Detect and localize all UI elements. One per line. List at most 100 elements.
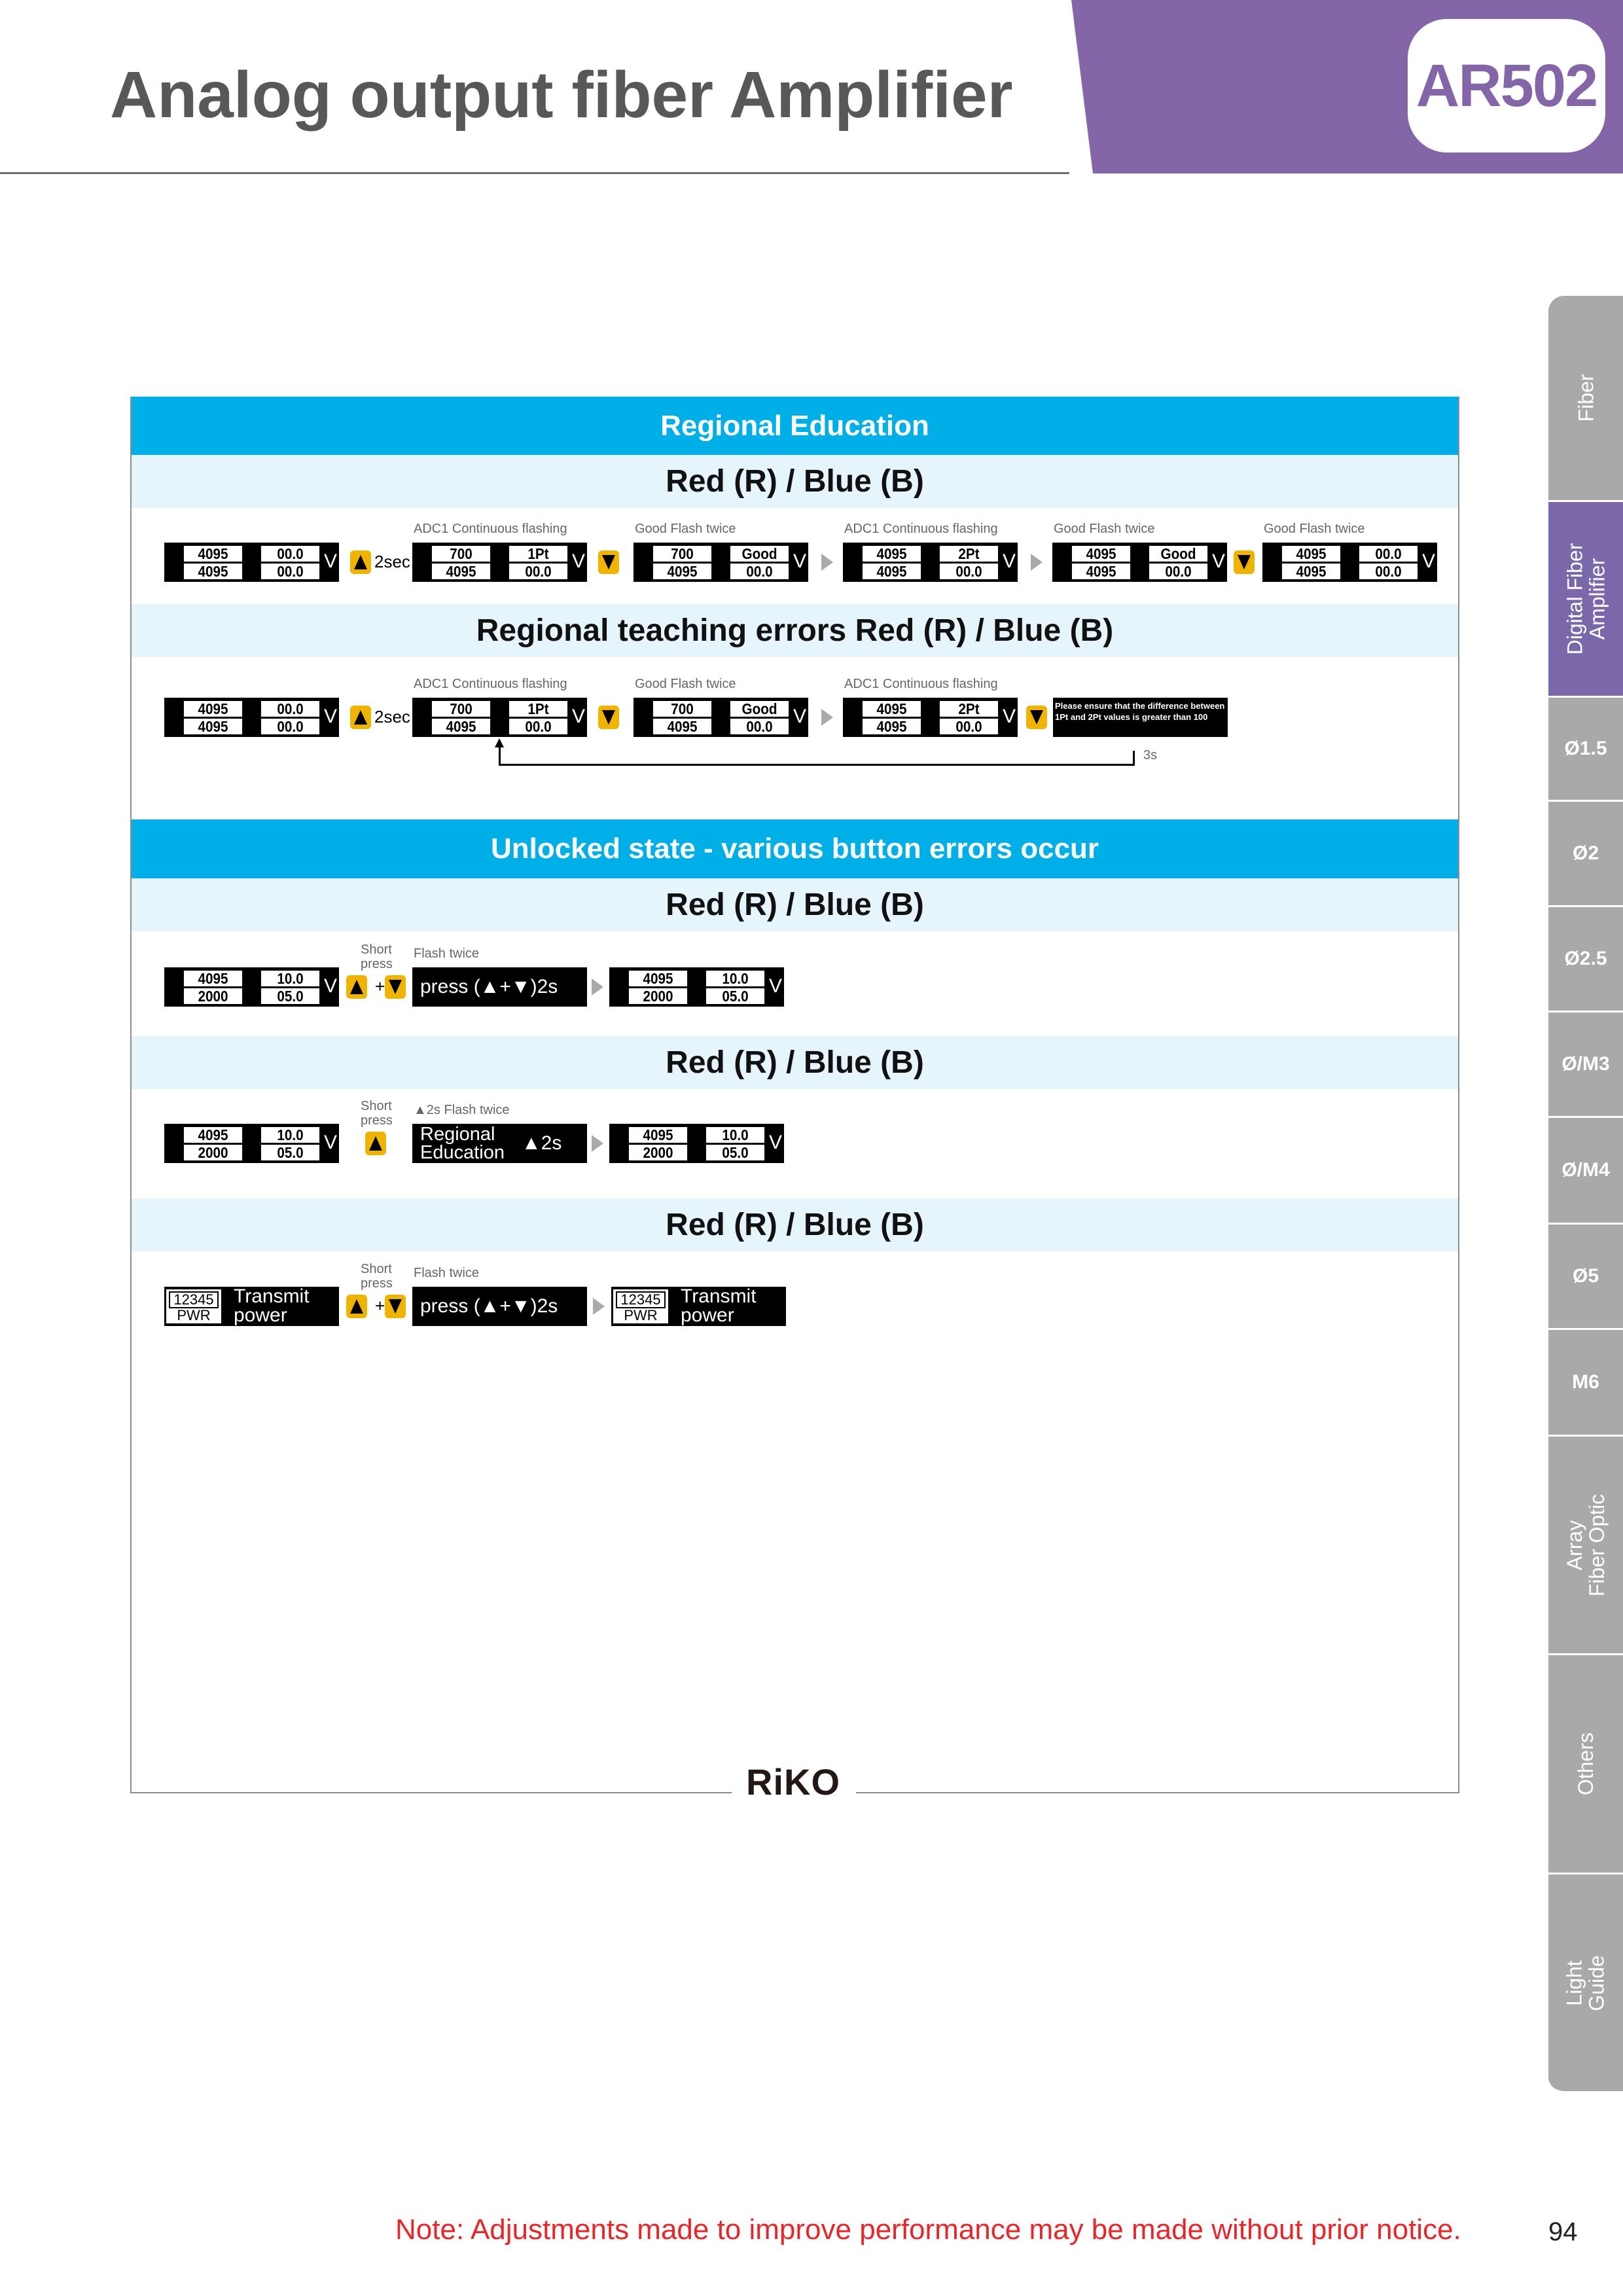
header-divider bbox=[0, 172, 1069, 174]
triangle-down-icon bbox=[389, 1299, 402, 1314]
step-caption: ADC1 Continuous flashing bbox=[844, 677, 998, 691]
lcd-value: 00.0 bbox=[730, 564, 789, 579]
lcd-value: Good bbox=[730, 701, 789, 717]
lcd-value: 00.0 bbox=[260, 719, 320, 734]
page-number: 94 bbox=[1548, 2217, 1578, 2246]
lcd-value: 2000 bbox=[628, 1145, 688, 1160]
loop-line bbox=[499, 742, 501, 765]
sidebar-tab--2[interactable]: Ø2 bbox=[1548, 802, 1623, 907]
next-arrow-icon bbox=[592, 978, 603, 996]
lcd-unit: V bbox=[572, 706, 586, 727]
down-button[interactable] bbox=[1234, 550, 1255, 574]
step-text: 2sec bbox=[374, 707, 410, 726]
down-button[interactable] bbox=[385, 975, 406, 999]
sidebar-tab--2-5[interactable]: Ø2.5 bbox=[1548, 907, 1623, 1013]
subsection-header: Red (R) / Blue (B) bbox=[132, 878, 1458, 931]
lcd-value: 05.0 bbox=[705, 1145, 765, 1160]
sidebar-tab-fiber[interactable]: Fiber bbox=[1548, 296, 1623, 502]
sidebar-tab-m6[interactable]: M6 bbox=[1548, 1330, 1623, 1437]
lcd-display: 4095 10.0 2000 05.0 V bbox=[609, 1124, 784, 1163]
error-message: Please ensure that the difference betwee… bbox=[1053, 698, 1228, 737]
lcd-unit: V bbox=[793, 706, 807, 727]
lcd-value: 00.0 bbox=[260, 564, 320, 579]
lcd-value: 2000 bbox=[628, 988, 688, 1004]
lcd-value: 4095 bbox=[431, 719, 491, 734]
step-caption: ▲2s Flash twice bbox=[414, 1103, 510, 1117]
sidebar-tab-label: Ø2.5 bbox=[1564, 948, 1607, 969]
lcd-value: 00.0 bbox=[260, 546, 320, 562]
lcd-value: 4095 bbox=[1071, 546, 1131, 562]
lcd-value: 05.0 bbox=[705, 988, 765, 1004]
triangle-down-icon bbox=[389, 980, 402, 994]
footer-note: Note: Adjustments made to improve perfor… bbox=[395, 2214, 1461, 2246]
down-button[interactable] bbox=[1026, 706, 1047, 729]
lcd-unit: V bbox=[1212, 550, 1226, 572]
up-button[interactable] bbox=[350, 550, 371, 574]
sidebar-tab--1-5[interactable]: Ø1.5 bbox=[1548, 698, 1623, 802]
step-text: + bbox=[375, 977, 385, 996]
sidebar-tab-label: Ø1.5 bbox=[1564, 738, 1607, 759]
triangle-down-icon bbox=[602, 555, 615, 569]
up-button[interactable] bbox=[350, 706, 371, 729]
lcd-unit: V bbox=[324, 706, 338, 727]
lcd-value: Good bbox=[730, 546, 789, 562]
subsection-header: Red (R) / Blue (B) bbox=[132, 1036, 1458, 1089]
triangle-up-icon bbox=[354, 555, 367, 569]
sidebar-tab-label: Ø5 bbox=[1572, 1265, 1599, 1287]
lcd-value: 00.0 bbox=[1359, 564, 1418, 579]
sidebar-tab--m4[interactable]: Ø/M4 bbox=[1548, 1118, 1623, 1225]
logo-gap bbox=[732, 1782, 856, 1801]
lcd-unit: V bbox=[769, 1132, 783, 1153]
next-arrow-icon bbox=[1031, 554, 1043, 571]
lcd-value: Good bbox=[1149, 546, 1208, 562]
lcd-value: 4095 bbox=[862, 701, 921, 717]
lcd-value: 4095 bbox=[652, 719, 712, 734]
lcd-unit: V bbox=[324, 975, 338, 997]
lcd-value: 10.0 bbox=[705, 971, 765, 986]
down-button[interactable] bbox=[385, 1295, 406, 1318]
lcd-value: 4095 bbox=[628, 1127, 688, 1143]
step-caption: ADC1 Continuous flashing bbox=[414, 677, 567, 691]
lcd-value: 700 bbox=[652, 701, 712, 717]
lcd-value: 4095 bbox=[183, 546, 243, 562]
sidebar-tab--m3[interactable]: Ø/M3 bbox=[1548, 1013, 1623, 1118]
sidebar-tab-label: Ø2 bbox=[1572, 842, 1599, 864]
up-button[interactable] bbox=[346, 1295, 367, 1318]
up-button[interactable] bbox=[346, 975, 367, 999]
triangle-down-icon bbox=[602, 710, 615, 725]
lcd-value: 1Pt bbox=[508, 546, 568, 562]
sidebar-tab-others[interactable]: Others bbox=[1548, 1655, 1623, 1874]
down-button[interactable] bbox=[598, 706, 619, 729]
loop-line bbox=[499, 764, 1133, 766]
sidebar-tab-label: Fiber bbox=[1574, 374, 1597, 422]
up-button[interactable] bbox=[365, 1132, 386, 1155]
lcd-value: 00.0 bbox=[1149, 564, 1208, 579]
loop-duration: 3s bbox=[1143, 748, 1158, 762]
sidebar-tab-label: Ø/M3 bbox=[1561, 1053, 1610, 1075]
sidebar-tab--5[interactable]: Ø5 bbox=[1548, 1225, 1623, 1330]
triangle-down-icon bbox=[1238, 555, 1251, 569]
riko-logo: RiKO bbox=[746, 1761, 840, 1803]
step-caption: Good Flash twice bbox=[1264, 522, 1365, 536]
loop-tick bbox=[1133, 751, 1135, 766]
lcd-value: 4095 bbox=[1071, 564, 1131, 579]
lcd-value: 700 bbox=[431, 546, 491, 562]
down-button[interactable] bbox=[598, 550, 619, 574]
lcd-value: 10.0 bbox=[260, 1127, 320, 1143]
step-caption: Flash twice bbox=[414, 1266, 480, 1280]
lcd-value: 4095 bbox=[1281, 564, 1341, 579]
lcd-value: 10.0 bbox=[705, 1127, 765, 1143]
lcd-value: 4095 bbox=[862, 719, 921, 734]
lcd-unit: V bbox=[1422, 550, 1436, 572]
